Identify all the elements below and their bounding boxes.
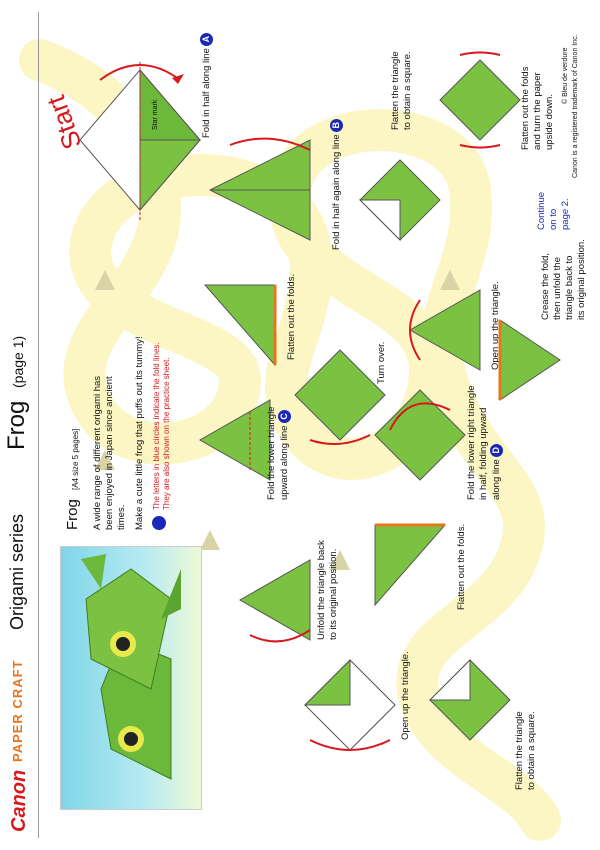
header-rule [38, 12, 39, 838]
blue-circle-icon [152, 516, 166, 530]
copyright-line-1: © Bleu de verdure [562, 47, 569, 104]
intro-note-2: They are also shown on the practice shee… [162, 357, 171, 510]
continue-text-3: page 2. [560, 198, 571, 230]
step-1-text: Fold in half along line A [200, 32, 213, 138]
step-3-diagram [358, 159, 441, 242]
step-10-text-2: in half, folding upward [478, 407, 489, 500]
step-7-diagram [498, 319, 561, 401]
step-7-text-4: its original position. [576, 239, 587, 320]
frog-photo [60, 546, 202, 810]
step-8-diagram [198, 399, 271, 481]
star-mark-label: Star mark [152, 99, 159, 130]
step-4-text-3: upside down. [544, 94, 555, 150]
intro-line-2: been enjoyed in Japan since ancient [104, 376, 115, 530]
line-d-marker: D [490, 443, 503, 457]
step-11-text: Flatten out the folds. [456, 523, 467, 610]
step-4-diagram [439, 51, 521, 149]
step-3-text-2: to obtain a square. [402, 51, 413, 130]
continue-text-1: Continue [536, 191, 547, 230]
step-14-text-1: Flatten the triangle [514, 711, 525, 790]
series-title: Origami series [7, 513, 27, 630]
intro-heading: Frog [64, 499, 81, 530]
frog-model-image [81, 554, 181, 780]
continue-text-2: on to [548, 208, 559, 230]
step-10-diagram [374, 389, 466, 481]
step-13-diagram [303, 658, 396, 751]
copyright-line-2: Canon is a registered trademark of Canon… [572, 34, 579, 178]
step-12-text-2: to its original position. [328, 548, 339, 640]
papercraft-logo: PAPER CRAFT [10, 659, 25, 762]
step-4-text-2: and turn the paper [532, 72, 543, 150]
step-7-text-3: triangle back to [564, 255, 575, 320]
step-13-text: Open up the triangle. [400, 651, 411, 740]
step-9-text: Turn over. [376, 341, 387, 384]
canon-logo: Canon [8, 769, 30, 832]
line-b-marker: B [330, 118, 343, 132]
step-5-diagram [203, 284, 277, 367]
step-12-text-1: Unfold the triangle back [316, 540, 327, 640]
step-7-text-2: then unfold the [552, 257, 563, 320]
step-14-diagram [428, 658, 511, 741]
step-1-diagram [79, 60, 202, 220]
step-2-text: Fold in half again along line B [330, 118, 343, 250]
line-a-marker: A [200, 32, 213, 46]
step-7-text-1: Crease the fold, [540, 252, 551, 320]
intro-size-note: [A4 size 5 pages] [71, 428, 80, 490]
step-4-text-1: Flatten out the folds [520, 66, 531, 150]
step-10-text-3: along line D [490, 443, 503, 500]
step-3-text-1: Flatten the triangle [390, 51, 401, 130]
intro-line-3: times. [116, 504, 127, 530]
page-title: Frog [3, 400, 30, 450]
intro-line-4: Make a cute little frog that puffs out i… [134, 336, 145, 530]
intro-note-1: The letters in blue circles indicate the… [152, 342, 161, 510]
step-12-diagram [238, 559, 311, 643]
step-14-text-2: to obtain a square. [526, 711, 537, 790]
step-8-text-1: Fold the lower triangle [266, 406, 277, 500]
page-number: (page 1) [10, 335, 26, 388]
step-9-diagram [294, 349, 386, 445]
intro-line-1: A wide range of different origami has [92, 375, 103, 530]
step-10-text-1: Fold the lower right triangle [466, 385, 477, 500]
step-2-diagram [208, 137, 311, 241]
step-6-diagram [408, 289, 481, 371]
step-11-diagram [374, 523, 447, 607]
